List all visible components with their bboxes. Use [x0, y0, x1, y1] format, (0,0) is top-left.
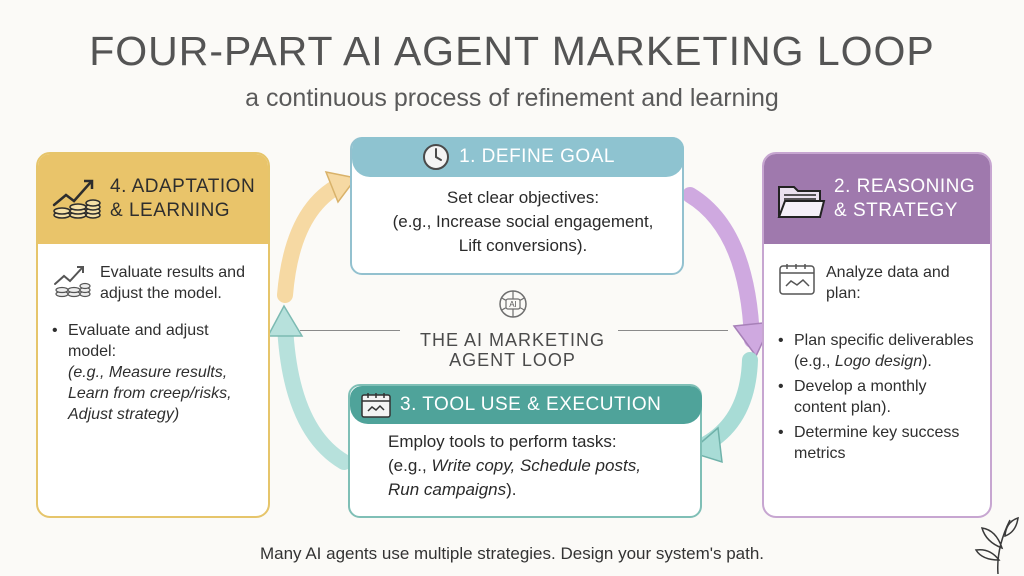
adaptation-bullet-line1: Evaluate and adjust: [68, 322, 209, 339]
arrow-tool-to-adaptation: [277, 317, 352, 470]
adaptation-summary-line1: Evaluate results and: [100, 264, 245, 281]
center-line-left: [300, 330, 400, 331]
adaptation-example-line2: Learn from creep/risks,: [68, 385, 232, 402]
reasoning-bullet: Develop a monthly content plan).: [778, 376, 980, 418]
calendar-handshake-icon: [361, 393, 391, 418]
reasoning-bullet2-line1: Develop a monthly: [794, 378, 927, 395]
adaptation-header: 4. ADAPTATION & LEARNING: [38, 154, 268, 244]
reasoning-summary-text: Analyze data and plan:: [826, 262, 950, 304]
reasoning-bullets: Plan specific deliverables (e.g., Logo d…: [778, 330, 980, 464]
adaptation-bullet-line2: model:: [68, 343, 117, 360]
tool-use-line3-suffix: ).: [506, 480, 517, 499]
define-goal-body: Set clear objectives: (e.g., Increase so…: [368, 186, 678, 258]
arrow-reasoning-to-tool: [698, 352, 758, 452]
adaptation-bullets: Evaluate and adjust model: (e.g., Measur…: [52, 320, 258, 425]
arrow-goal-to-reasoning: [682, 187, 760, 348]
plant-sprig-icon: [974, 516, 1019, 574]
growth-coins-icon: [52, 179, 101, 219]
reasoning-bullet1-suffix: ).: [922, 353, 932, 370]
reasoning-bullet1-line2: (e.g., Logo design).: [794, 351, 980, 372]
adaptation-summary: Evaluate results and adjust the model.: [52, 262, 260, 304]
reasoning-bullet1-example: Logo design: [834, 353, 923, 370]
reasoning-title-line1: 2. REASONING: [834, 176, 976, 197]
adaptation-title-line1: 4. ADAPTATION: [110, 176, 256, 197]
define-goal-header: 1. DEFINE GOAL: [352, 137, 684, 177]
adaptation-example-line1: (e.g., Measure results,: [68, 364, 228, 381]
footer-note: Many AI agents use multiple strategies. …: [259, 544, 765, 563]
folder-icon: [777, 186, 826, 218]
center-label: THE AI MARKETING AGENT LOOP: [400, 330, 625, 370]
adaptation-title: 4. ADAPTATION & LEARNING: [110, 175, 255, 223]
reasoning-title-line2: & STRATEGY: [834, 200, 958, 221]
reasoning-card: 2. REASONING & STRATEGY Analyze data and…: [762, 152, 992, 518]
reasoning-summary-line1: Analyze data and: [826, 264, 950, 281]
calendar-handshake-icon: [779, 264, 815, 295]
reasoning-summary-line2: plan:: [826, 285, 861, 302]
reasoning-bullet: Determine key success metrics: [778, 422, 980, 464]
tool-use-title: 3. TOOL USE & EXECUTION: [400, 394, 662, 415]
reasoning-bullet1-prefix: (e.g.,: [794, 353, 835, 370]
growth-coins-icon: [54, 266, 91, 298]
arrow-adaptation-to-goal: [277, 177, 348, 303]
svg-text:AI: AI: [509, 300, 517, 309]
tool-use-line2: (e.g., Write copy, Schedule posts,: [388, 454, 688, 478]
reasoning-summary: Analyze data and plan:: [778, 262, 982, 304]
ai-brain-icon: AI: [499, 290, 527, 318]
reasoning-bullet3-line1: Determine key success: [794, 424, 960, 441]
define-goal-line1: Set clear objectives:: [446, 188, 600, 207]
center-line-right: [618, 330, 728, 331]
reasoning-title: 2. REASONING & STRATEGY: [834, 175, 975, 223]
center-label-line1: THE AI MARKETING: [419, 330, 606, 350]
tool-use-line2-examples: Write copy, Schedule posts,: [431, 456, 641, 475]
reasoning-bullet1-line1: Plan specific deliverables: [794, 332, 974, 349]
tool-use-line3: Run campaigns).: [388, 478, 688, 502]
adaptation-summary-text: Evaluate results and adjust the model.: [100, 262, 245, 304]
center-label-line2: AGENT LOOP: [449, 350, 576, 370]
define-goal-line2: (e.g., Increase social engagement,: [392, 212, 654, 231]
adaptation-summary-line2: adjust the model.: [100, 285, 222, 302]
arrow-tool-to-adaptation-head: [266, 304, 304, 337]
clock-icon: [423, 144, 450, 170]
tool-use-line2-prefix: (e.g.,: [388, 456, 432, 475]
tool-use-body: Employ tools to perform tasks: (e.g., Wr…: [388, 430, 688, 502]
reasoning-bullet2-line2: content plan).: [794, 399, 891, 416]
adaptation-example-line3: Adjust strategy): [68, 406, 180, 423]
reasoning-bullet: Plan specific deliverables (e.g., Logo d…: [778, 330, 980, 372]
arrow-adaptation-to-goal-head: [324, 170, 358, 204]
define-goal-line3: Lift conversions).: [458, 236, 588, 255]
tool-use-line1: Employ tools to perform tasks:: [388, 432, 617, 451]
reasoning-header: 2. REASONING & STRATEGY: [764, 154, 990, 244]
tool-use-line3-examples: Run campaigns: [388, 480, 507, 499]
page-subtitle: a continuous process of refinement and l…: [245, 84, 779, 112]
adaptation-card: 4. ADAPTATION & LEARNING Evaluate result…: [36, 152, 270, 518]
tool-use-header: 3. TOOL USE & EXECUTION: [350, 386, 702, 424]
page-title: FOUR-PART AI AGENT MARKETING LOOP: [89, 28, 935, 74]
adaptation-title-line2: & LEARNING: [110, 200, 231, 221]
define-goal-title: 1. DEFINE GOAL: [459, 146, 615, 167]
reasoning-bullet3-line2: metrics: [794, 445, 846, 462]
adaptation-bullet: Evaluate and adjust model: (e.g., Measur…: [52, 320, 258, 425]
